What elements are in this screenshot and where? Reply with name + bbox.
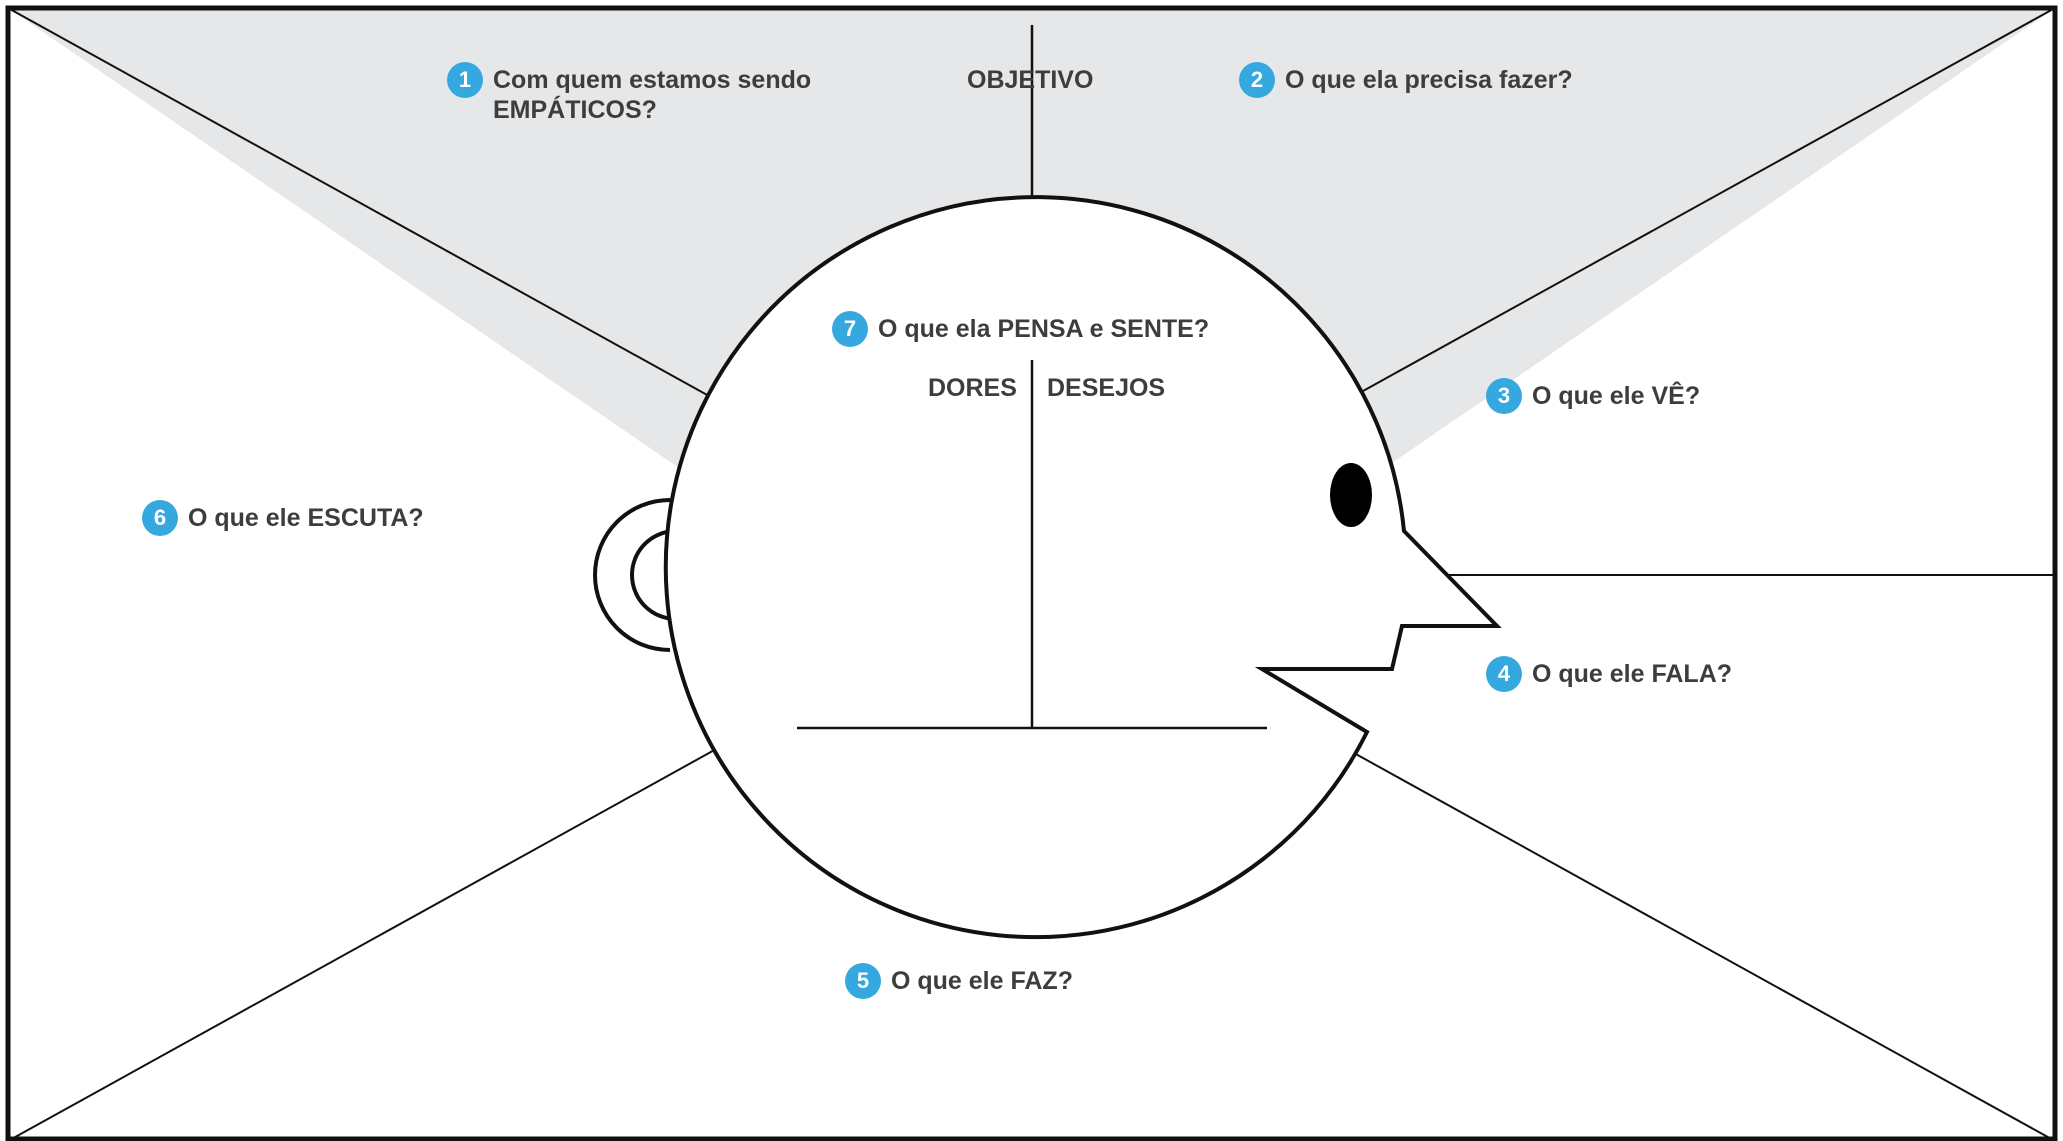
section-think-feel-label: 7 O que ela PENSA e SENTE? — [832, 311, 1210, 347]
pains-label: DORES — [928, 374, 1017, 402]
head-outline — [663, 195, 1502, 940]
section-4-badge: 4 — [1486, 656, 1522, 692]
section-task-label: 2 O que ela precisa fazer? — [1239, 62, 1573, 98]
section-who-label: 1 Com quem estamos sendo EMPÁTICOS? — [447, 62, 812, 125]
section-3-line-1: O que ele VÊ? — [1532, 382, 1701, 410]
section-4-line-1: O que ele FALA? — [1532, 660, 1733, 688]
section-5-line-1: O que ele FAZ? — [891, 967, 1073, 995]
section-speak-label: 4 O que ele FALA? — [1486, 656, 1733, 692]
desires-label: DESEJOS — [1047, 374, 1166, 402]
section-hear-label: 6 O que ele ESCUTA? — [142, 500, 424, 536]
head-figure — [593, 195, 1502, 940]
section-7-line-1: O que ela PENSA e SENTE? — [878, 315, 1210, 343]
section-7-badge: 7 — [832, 311, 868, 347]
outer-border — [5, 5, 2058, 1141]
ear-inner — [630, 529, 677, 621]
section-5-badge: 5 — [845, 963, 881, 999]
section-see-label: 3 O que ele VÊ? — [1486, 378, 1701, 414]
section-2-line-1: O que ela precisa fazer? — [1285, 66, 1573, 94]
section-1-badge: 1 — [447, 62, 483, 98]
section-6-badge: 6 — [142, 500, 178, 536]
eye — [1330, 463, 1372, 527]
section-3-badge: 3 — [1486, 378, 1522, 414]
section-6-line-1: O que ele ESCUTA? — [188, 504, 424, 532]
section-2-badge: 2 — [1239, 62, 1275, 98]
section-1-line-2: EMPÁTICOS? — [493, 96, 657, 124]
section-do-label: 5 O que ele FAZ? — [845, 963, 1073, 999]
objective-label: OBJETIVO — [967, 66, 1094, 94]
section-1-line-1: Com quem estamos sendo — [493, 66, 812, 94]
